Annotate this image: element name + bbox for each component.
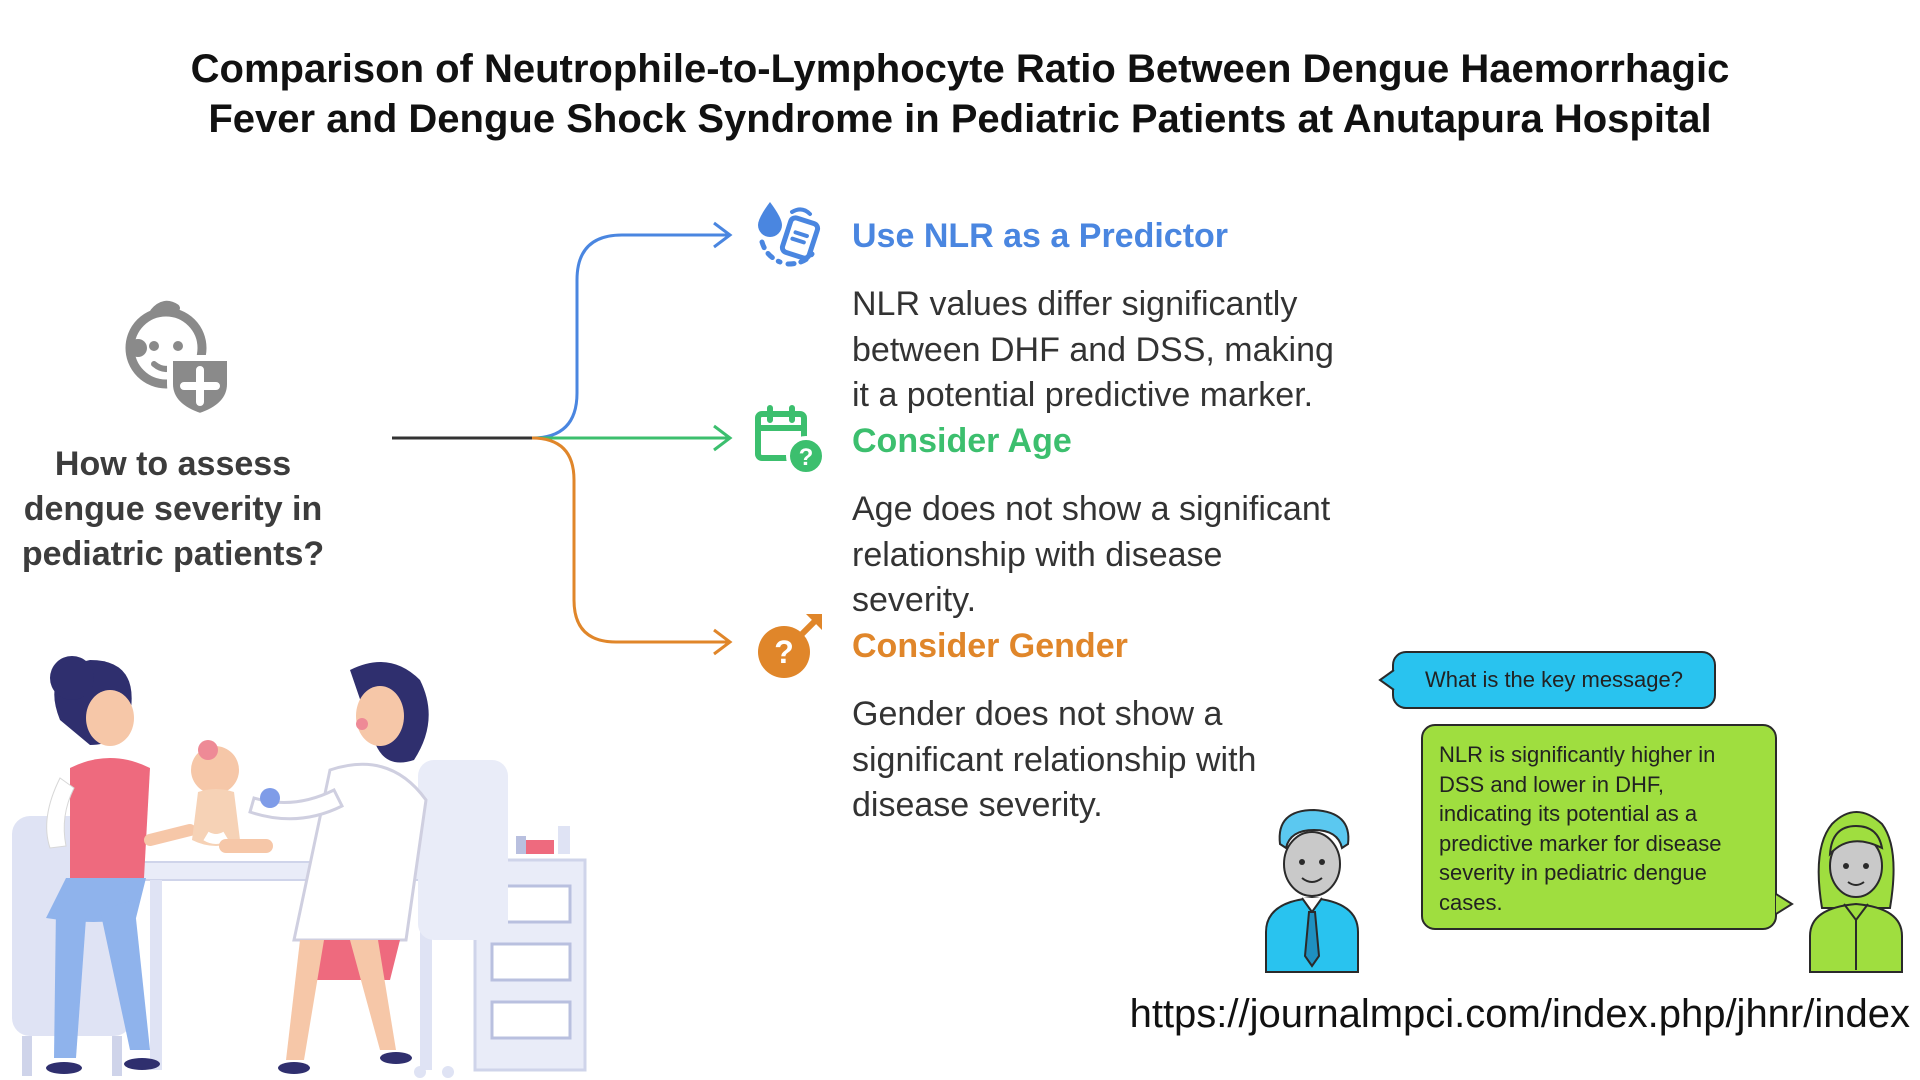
option-body-line: it a potential predictive marker. <box>852 376 1314 414</box>
option-body-line: NLR values differ significantly <box>852 285 1298 323</box>
answer-line: DSS and lower in DHF, <box>1439 771 1664 797</box>
answer-line: predictive marker for disease <box>1439 830 1722 856</box>
female-avatar-icon <box>1809 811 1903 973</box>
branch-line-gender <box>531 436 728 644</box>
blood-drop-test-icon <box>758 202 821 267</box>
svg-text:?: ? <box>799 444 814 471</box>
option-body-age: Age does not show a significant relation… <box>852 487 1412 624</box>
option-body-gender: Gender does not show a significant relat… <box>852 692 1412 829</box>
central-question: How to assess dengue severity in pediatr… <box>0 442 346 577</box>
page-title: Comparison of Neutrophile-to-Lymphocyte … <box>0 44 1920 144</box>
doctor-figure <box>248 662 429 1074</box>
clinic-illustration <box>12 656 587 1078</box>
calendar-question-icon: ? <box>755 405 826 476</box>
arrowhead-age <box>713 424 733 452</box>
bubble-answer-tail <box>1775 893 1794 915</box>
chat-bubble-answer: NLR is significantly higher in DSS and l… <box>1421 724 1777 930</box>
option-body-line: Gender does not show a <box>852 695 1223 733</box>
option-body-line: significant relationship with <box>852 740 1257 779</box>
option-body-line: Age does not show a significant <box>852 490 1331 528</box>
answer-line: NLR is significantly higher in <box>1439 742 1716 767</box>
option-body-line: disease severity. <box>852 786 1103 824</box>
option-heading-gender: Consider Gender <box>852 627 1128 665</box>
baby-figure <box>191 740 273 853</box>
bubble-question-tail <box>1378 669 1395 691</box>
option-body-line: severity. <box>852 581 977 619</box>
option-body-line: relationship with disease <box>852 535 1223 574</box>
question-line-3: pediatric patients? <box>21 535 325 573</box>
question-line-1: How to assess <box>54 445 292 483</box>
option-heading-age: Consider Age <box>852 422 1072 460</box>
branch-line-predictor <box>531 233 728 440</box>
chat-bubble-question: What is the key message? <box>1392 651 1716 709</box>
gender-question-icon: ? <box>758 614 822 678</box>
arrowhead-gender <box>713 628 733 656</box>
journal-url[interactable]: https://journalmpci.com/index.php/jhnr/i… <box>1129 992 1910 1036</box>
question-line-2: dengue severity in <box>23 490 323 528</box>
option-heading-predictor: Use NLR as a Predictor <box>852 217 1229 255</box>
option-body-predictor: NLR values differ significantly between … <box>852 282 1412 419</box>
title-line-1: Comparison of Neutrophile-to-Lymphocyte … <box>190 47 1730 91</box>
option-body-line: between DHF and DSS, making <box>852 330 1334 369</box>
title-line-2: Fever and Dengue Shock Syndrome in Pedia… <box>208 97 1712 141</box>
male-avatar-icon <box>1265 808 1359 973</box>
mother-figure <box>46 656 196 1074</box>
child-patient-icon <box>125 300 233 420</box>
answer-line: severity in pediatric dengue <box>1439 860 1707 885</box>
answer-line: indicating its potential as a <box>1439 801 1698 826</box>
arrowhead-predictor <box>713 221 733 249</box>
answer-line: cases. <box>1439 889 1503 915</box>
svg-text:?: ? <box>774 634 794 670</box>
